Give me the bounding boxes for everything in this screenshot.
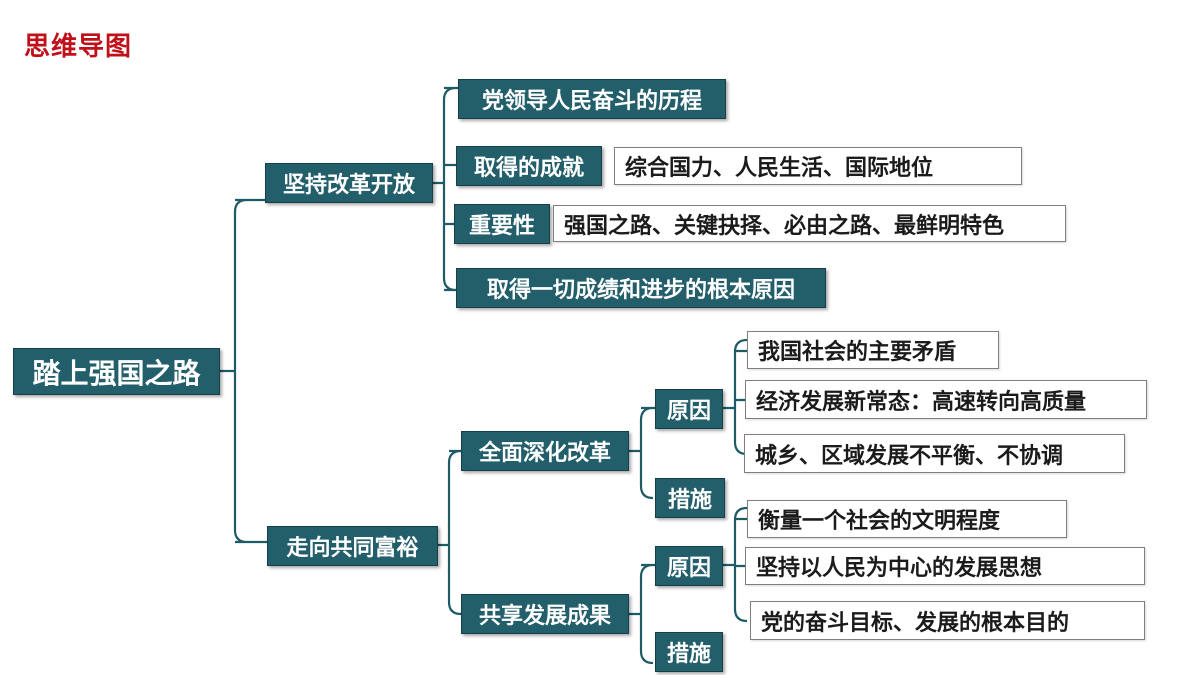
leaf-civilization-degree: 衡量一个社会的文明程度 — [747, 500, 1067, 538]
leaf-main-contradiction: 我国社会的主要矛盾 — [747, 331, 999, 369]
connector-branch1 — [433, 86, 458, 292]
node-achievements: 取得的成就 — [456, 146, 602, 186]
node-deepen-reform: 全面深化改革 — [461, 431, 629, 471]
node-deepen-reform-measure: 措施 — [655, 478, 725, 518]
leaf-importance-detail: 强国之路、关键抉择、必由之路、最鲜明特色 — [553, 205, 1066, 242]
connector-sub2 — [629, 563, 655, 665]
leaf-achievements-detail: 综合国力、人民生活、国际地位 — [614, 147, 1022, 185]
branch-reform-opening: 坚持改革开放 — [265, 163, 433, 203]
connector-root — [220, 198, 267, 544]
node-deepen-reform-reason: 原因 — [655, 389, 723, 429]
leaf-new-normal: 经济发展新常态：高速转向高质量 — [745, 380, 1147, 419]
connector-branch2 — [438, 449, 462, 616]
leaf-party-goal: 党的奋斗目标、发展的根本目的 — [750, 601, 1145, 640]
connector-sub2-reasons — [723, 506, 748, 623]
root-node: 踏上强国之路 — [13, 348, 220, 395]
leaf-unbalanced: 城乡、区域发展不平衡、不协调 — [744, 434, 1125, 473]
node-share-results: 共享发展成果 — [461, 594, 629, 634]
branch-common-prosperity: 走向共同富裕 — [267, 526, 438, 566]
node-root-cause: 取得一切成绩和进步的根本原因 — [456, 268, 826, 308]
leaf-people-centered: 坚持以人民为中心的发展思想 — [745, 547, 1145, 585]
node-history: 党领导人民奋斗的历程 — [458, 79, 726, 119]
connector-sub1 — [629, 406, 655, 500]
node-importance: 重要性 — [454, 204, 550, 244]
page-title: 思维导图 — [24, 32, 133, 62]
node-share-results-measure: 措施 — [655, 632, 723, 672]
connector-sub1-reasons — [723, 338, 748, 456]
node-share-results-reason: 原因 — [655, 546, 723, 586]
